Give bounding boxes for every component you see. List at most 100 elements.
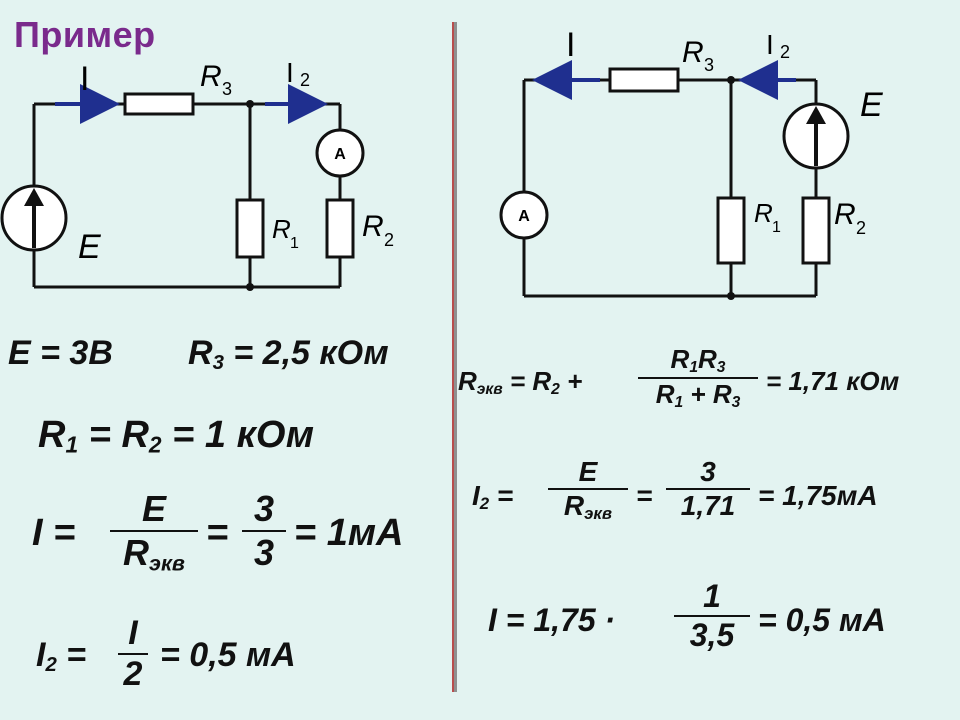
eq-r1-sub: 1 — [65, 431, 79, 458]
ammeter-label: A — [334, 146, 346, 163]
label-e: E — [78, 228, 101, 266]
eq-right-i-lhs: I = 1,75 · — [488, 602, 616, 638]
fraction-bar — [242, 530, 286, 532]
label-i2-sub: 2 — [780, 42, 790, 62]
label-i: I — [80, 60, 89, 98]
eq-i2-symbol: I — [36, 636, 46, 674]
junction-top — [246, 100, 254, 108]
eq-i2-numerator: I — [128, 614, 138, 652]
label-i2-sub: 2 — [300, 70, 310, 90]
resistor-r3 — [123, 92, 195, 116]
label-r1-sub: 1 — [772, 219, 781, 236]
slide-title: Пример — [14, 14, 156, 55]
ammeter-label: A — [518, 208, 530, 225]
eq-right-i2-eq2: = — [636, 480, 653, 511]
eq-i-fraction: E Rэкв — [110, 488, 198, 576]
eq-req-num-a: R — [670, 344, 690, 374]
ammeter — [315, 128, 365, 178]
eq-r3-lhs: R — [188, 334, 213, 372]
resistor-r1 — [716, 196, 746, 265]
eq-i2-eq: = — [66, 636, 87, 674]
eq-i-eq: = — [206, 512, 229, 554]
right-circuit-diagram: A I I 2 R 3 R 1 R 2 E — [499, 26, 883, 300]
eq-right-i2-fraction-2: 3 1,71 — [666, 456, 750, 522]
label-r2: R — [834, 198, 856, 231]
eq-req-num-sub-1: 1 — [689, 358, 698, 376]
label-r3: R — [682, 36, 704, 69]
eq-r1-r2: R1 = R2 = 1 кОм — [38, 414, 314, 459]
eq-i-lhs: I = — [32, 512, 76, 554]
eq-right-i2-den-sub: экв — [584, 504, 613, 524]
label-i2: I — [766, 29, 774, 60]
eq-req-fraction: R1R3 R1 + R3 — [638, 344, 758, 412]
eq-r3-rhs: = 2,5 кОм — [233, 334, 389, 372]
eq-req-den-sub-2: 3 — [731, 393, 741, 411]
eq-i2-denominator: 2 — [123, 655, 143, 693]
source-arrow-head — [24, 188, 44, 206]
fraction-bar — [118, 653, 148, 655]
label-r3: R — [200, 60, 222, 93]
eq-right-i2-sub: 2 — [479, 494, 490, 514]
eq-i-numerator: E — [141, 488, 166, 529]
junction-bottom — [727, 292, 735, 300]
divider-line — [452, 22, 457, 692]
eq-req-r2: = R — [509, 366, 552, 396]
eq-r2-sub: 2 — [148, 431, 162, 458]
eq-right-i2-eq: = — [496, 480, 514, 511]
resistor-r2 — [325, 198, 355, 259]
eq-right-i-numerator: 1 — [703, 578, 721, 614]
label-r2: R — [362, 210, 384, 243]
eq-i2-lhs: I2 = — [36, 636, 86, 677]
eq-right-i2-numerator-2: 3 — [700, 456, 716, 487]
eq-e-value: E = 3В — [8, 334, 113, 372]
fraction-bar — [548, 488, 628, 490]
eq-req-sub: экв — [476, 380, 503, 398]
left-circuit-diagram: A I I 2 R 3 R 1 R 2 E — [0, 57, 394, 291]
eq-r2: = R — [88, 414, 149, 456]
ammeter — [499, 190, 549, 240]
label-r1-sub: 1 — [290, 235, 299, 252]
eq-i-denominator: R — [123, 532, 150, 573]
fraction-bar — [674, 615, 750, 617]
label-r1: R — [754, 198, 773, 228]
eq-req-num-b: R — [698, 344, 717, 374]
eq-req-lhs: Rэкв = R2 + — [458, 366, 582, 399]
eq-r3: R3 = 2,5 кОм — [188, 334, 389, 375]
label-e: E — [860, 86, 883, 124]
fraction-bar — [638, 376, 758, 379]
eq-right-i-fraction: 1 3,5 — [674, 578, 750, 654]
eq-i-numerator-2: 3 — [253, 488, 275, 529]
fraction-bar — [110, 530, 198, 532]
eq-req-num-sub-2: 3 — [716, 358, 726, 376]
label-r3-sub: 3 — [704, 55, 714, 75]
eq-right-i2-fraction: E Rэкв — [548, 456, 628, 524]
eq-r1: R — [38, 414, 66, 456]
junction-top — [727, 76, 735, 84]
eq-req-den-b: + R — [690, 378, 732, 409]
junction-bottom — [246, 283, 254, 291]
eq-i-fraction-2: 3 3 — [242, 488, 286, 574]
label-i: I — [566, 26, 575, 64]
eq-right-i2-rhs: = 1,75мА — [758, 480, 878, 511]
label-r3-sub: 3 — [222, 79, 232, 99]
eq-r3-sub: 3 — [212, 352, 224, 375]
eq-right-i2-denominator: R — [563, 490, 585, 521]
resistor-r1 — [235, 198, 265, 259]
eq-i-denominator-2: 3 — [253, 532, 275, 573]
label-r2-sub: 2 — [856, 218, 866, 238]
source-arrow-head — [806, 106, 826, 124]
eq-i-rhs: = 1мА — [294, 512, 404, 554]
eq-req-plus: + — [567, 366, 583, 396]
label-r1: R — [272, 214, 291, 244]
eq-right-i2-symbol: I — [472, 480, 480, 511]
eq-right-i-rhs: = 0,5 мА — [758, 602, 886, 638]
fraction-bar — [666, 488, 750, 490]
resistor-r3 — [608, 67, 680, 93]
eq-right-i-denominator: 3,5 — [689, 617, 735, 653]
eq-i2-rhs: = 0,5 мА — [160, 636, 296, 674]
eq-r12-rhs: = 1 кОм — [172, 414, 314, 456]
eq-req-r2-sub: 2 — [551, 380, 560, 398]
eq-i2-fraction: I 2 — [118, 614, 148, 694]
eq-right-i2-numerator: E — [578, 456, 598, 487]
eq-req-den-a: R — [655, 378, 675, 409]
